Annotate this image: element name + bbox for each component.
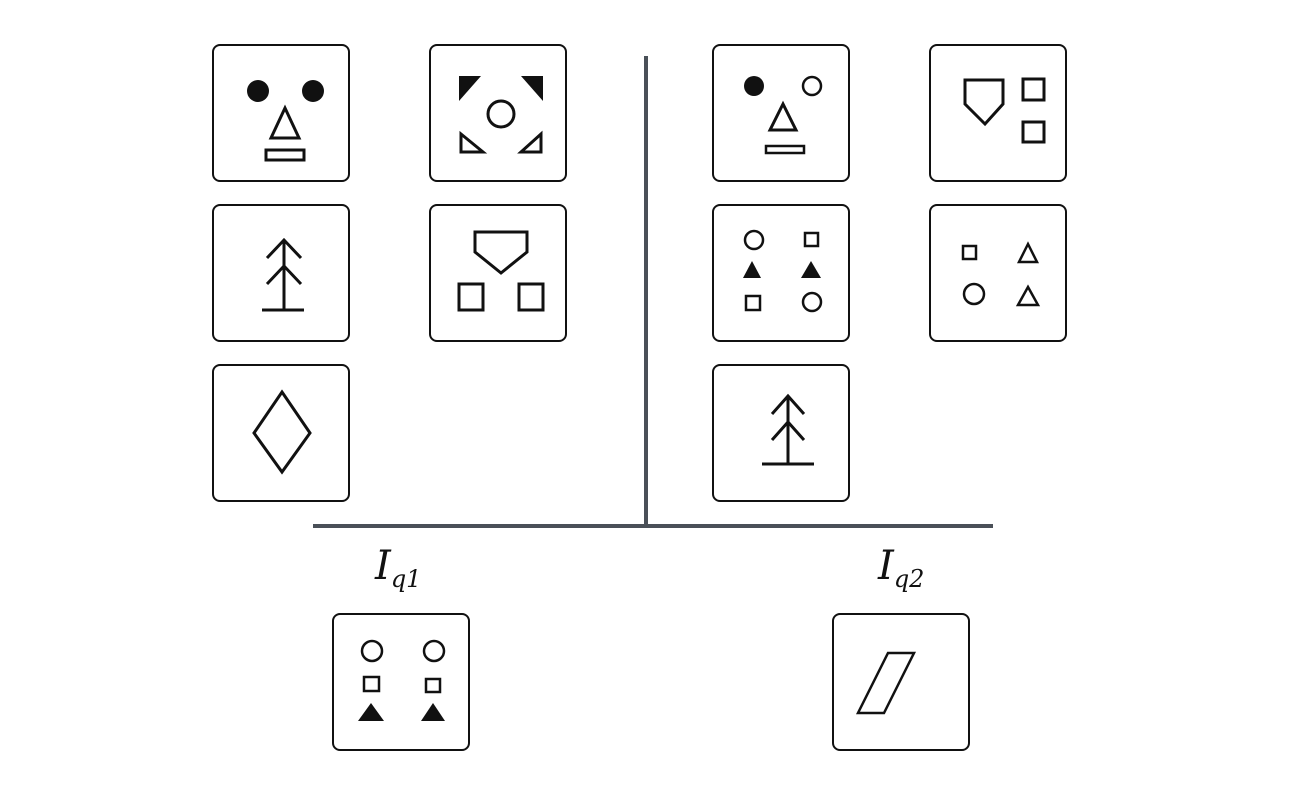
- diamond-icon: [252, 389, 312, 475]
- circle-with-corner-triangles-icon: [459, 76, 543, 154]
- query-label-2: Iq2: [878, 543, 924, 591]
- right-panel-grid-four: [929, 204, 1067, 342]
- face-mixed-eyes-icon: [744, 75, 823, 155]
- query-label-1-main: I: [375, 543, 391, 589]
- left-panel-circle-corners: [429, 44, 567, 182]
- right-panel-tree: [712, 364, 850, 502]
- pentagon-beside-squares-icon: [963, 77, 1046, 144]
- left-panel-diamond: [212, 364, 350, 502]
- tree-icon: [262, 237, 304, 312]
- left-panel-tree: [212, 204, 350, 342]
- six-shape-columns-icon: [358, 639, 446, 721]
- vertical-divider: [644, 56, 648, 526]
- parallelogram-icon: [855, 651, 917, 715]
- right-panel-mixed-eyes: [712, 44, 850, 182]
- left-panel-pentagon-squares: [429, 204, 567, 342]
- tree-icon: [762, 393, 814, 466]
- query-label-2-sub: q2: [893, 565, 925, 593]
- left-panel-eyes-triangle-bar: [212, 44, 350, 182]
- query-label-2-main: I: [878, 543, 894, 589]
- query-panel-1: [332, 613, 470, 751]
- pentagon-over-squares-icon: [457, 230, 545, 312]
- query-label-1-sub: q1: [390, 565, 422, 593]
- face-figure-icon: [247, 80, 324, 162]
- query-label-1: Iq1: [375, 543, 421, 591]
- horizontal-divider: [313, 524, 993, 528]
- four-shape-grid-icon: [961, 241, 1041, 307]
- six-shape-grid-icon: [743, 229, 823, 313]
- query-panel-2: [832, 613, 970, 751]
- right-panel-pentagon-squares: [929, 44, 1067, 182]
- right-panel-grid-six: [712, 204, 850, 342]
